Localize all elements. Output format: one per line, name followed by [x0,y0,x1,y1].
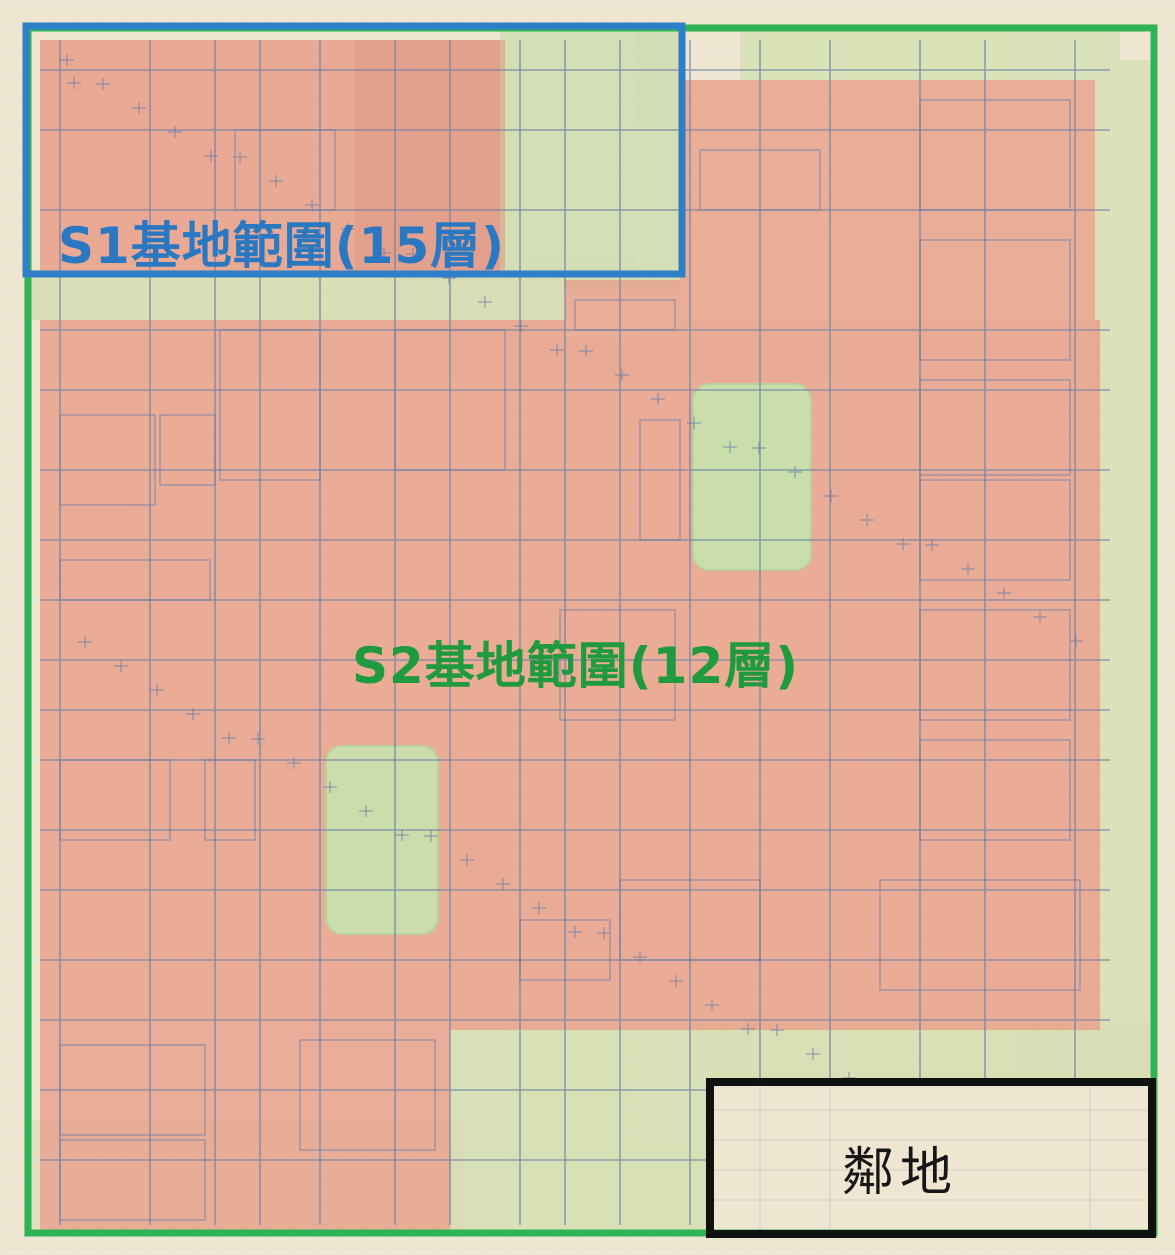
neighbor-lot-label: 鄰地 [842,1143,959,1203]
building-areas [40,40,1100,1235]
s2-site-label: S2基地範圍(12層) [352,637,800,695]
neighbor-boundary [706,1078,1156,1238]
drawing-rooms [59,54,1083,1221]
courtyard-upper [692,383,812,571]
s1-boundary [22,22,686,278]
neighbor-lot-area [710,1082,1150,1234]
s1-site-label: S1基地範圍(15層) [58,217,506,275]
drawing-lines [40,40,1110,1225]
courtyard-lower [325,745,439,935]
